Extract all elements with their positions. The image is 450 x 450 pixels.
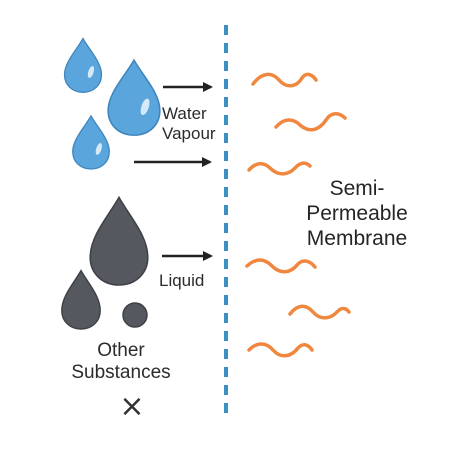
other-substances-label: Other Substances bbox=[60, 340, 182, 384]
membrane-label: Semi- Permeable Membrane bbox=[282, 176, 432, 252]
other-substances-label-line: Substances bbox=[71, 361, 171, 383]
wavy-molecule-icon bbox=[274, 112, 347, 132]
particle-icon bbox=[122, 302, 148, 328]
liquid-label: Liquid bbox=[159, 271, 205, 290]
wavy-molecules-group bbox=[245, 72, 351, 358]
water-drop-icon bbox=[107, 58, 161, 136]
blocked-x-icon: × bbox=[119, 389, 144, 424]
membrane-label-line: Membrane bbox=[306, 227, 408, 251]
other-substances-label-line: Other bbox=[97, 340, 145, 361]
wavy-molecule-icon bbox=[247, 161, 312, 176]
water-vapour-label-line: Water bbox=[162, 104, 207, 123]
dark-drops-group bbox=[61, 195, 149, 330]
water-vapour-label-line: Vapour bbox=[162, 123, 216, 143]
water-drop-icon bbox=[72, 114, 110, 170]
wavy-molecule-icon bbox=[251, 72, 318, 88]
wavy-molecule-icon bbox=[245, 258, 317, 274]
membrane-label-line: Semi- bbox=[329, 177, 385, 200]
dark-drop-icon bbox=[61, 269, 101, 330]
water-drop-icon bbox=[63, 37, 103, 93]
wavy-molecule-icon bbox=[288, 304, 351, 320]
dark-drop-icon bbox=[89, 195, 149, 286]
wavy-molecule-icon bbox=[247, 342, 314, 358]
water-drops-group bbox=[63, 37, 161, 170]
membrane-label-line: Permeable bbox=[306, 202, 408, 226]
water-vapour-label: Water Vapour bbox=[162, 104, 216, 143]
